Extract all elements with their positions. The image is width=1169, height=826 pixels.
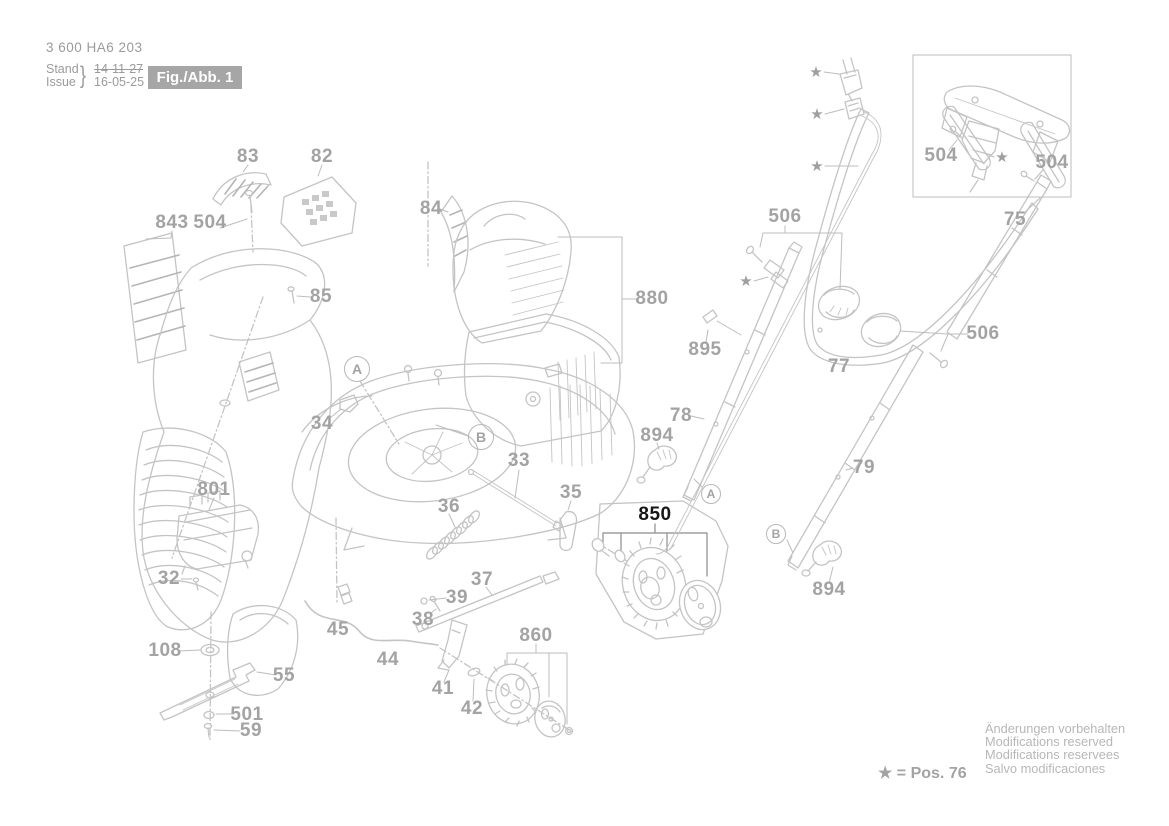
part-label-42: 42: [460, 698, 484, 719]
stand-date: 14-11-27: [94, 62, 144, 76]
part-label-504-handle-right: 504: [1035, 152, 1069, 173]
drawing-wheel-850: [591, 523, 722, 631]
part-label-895: 895: [688, 339, 722, 360]
drawing-wheel-860: [485, 643, 574, 738]
part-label-77: 77: [827, 356, 851, 377]
stand-label: Stand: [46, 62, 79, 76]
figure-label-box: Fig./Abb. 1: [148, 66, 242, 89]
part-label-504-handle-left: 504: [924, 145, 958, 166]
part-label-504-cover: 504: [193, 212, 227, 233]
part-label-39: 39: [445, 587, 469, 608]
part-label-850-highlighted: 850: [638, 504, 672, 525]
modification-notes: Änderungen vorbehalten Modifications res…: [985, 722, 1125, 775]
brace-glyph: }: [80, 62, 87, 89]
star-marker-1: ★: [809, 64, 823, 81]
drawing-blade-group: [159, 643, 277, 738]
star-legend: ★ = Pos. 76: [878, 765, 967, 782]
drawing-battery-801: [176, 490, 260, 591]
part-label-894-right: 894: [812, 579, 846, 600]
part-label-33: 33: [507, 450, 531, 471]
view-ref-b-deck: B: [468, 424, 494, 450]
part-label-82: 82: [310, 146, 334, 167]
part-label-34: 34: [310, 413, 334, 434]
part-label-506-left: 506: [768, 206, 802, 227]
part-label-44: 44: [376, 649, 400, 670]
drawing-grassbox: [452, 200, 638, 447]
document-number: 3 600 HA6 203: [46, 40, 143, 55]
part-label-35: 35: [559, 482, 583, 503]
issue-date: 16-05-25: [94, 75, 145, 89]
part-label-75: 75: [1003, 209, 1027, 230]
star-marker-3: ★: [810, 158, 824, 175]
note-fr: Modifications reservees: [985, 747, 1120, 763]
drawing-cover-assembly: [123, 164, 469, 696]
part-label-84: 84: [419, 198, 443, 219]
issue-label: Issue: [46, 75, 76, 89]
part-label-506-right: 506: [966, 323, 1000, 344]
part-label-38: 38: [411, 609, 435, 630]
star-marker-4: ★: [739, 273, 753, 290]
stand-issue-labels: Stand Issue: [46, 63, 79, 89]
part-label-32: 32: [157, 568, 181, 589]
part-label-860: 860: [519, 625, 553, 646]
view-ref-a-handle: A: [701, 484, 721, 504]
part-label-36: 36: [437, 496, 461, 517]
note-es: Salvo modificaciones: [985, 760, 1106, 776]
part-label-501: 501: [230, 704, 264, 725]
part-label-59: 59: [239, 720, 263, 741]
drawing-handle-assembly: [636, 54, 1072, 584]
part-label-37: 37: [470, 569, 494, 590]
part-label-801: 801: [197, 479, 231, 500]
part-label-108: 108: [148, 640, 182, 661]
note-de: Änderungen vorbehalten: [985, 721, 1126, 736]
part-label-55: 55: [272, 665, 296, 686]
part-label-45: 45: [326, 619, 350, 640]
part-label-894-left: 894: [640, 425, 674, 446]
part-label-843: 843: [155, 212, 189, 233]
part-label-83: 83: [236, 146, 260, 167]
part-label-880: 880: [635, 288, 669, 309]
part-label-85: 85: [309, 286, 333, 307]
revision-dates: 14-11-27 16-05-25: [94, 63, 144, 89]
drawing-linkage-parts: [304, 510, 560, 702]
star-marker-5: ★: [995, 149, 1009, 166]
note-en: Modifications reserved: [985, 734, 1114, 750]
part-label-79: 79: [852, 457, 876, 478]
part-label-78: 78: [669, 405, 693, 426]
view-ref-b-handle: B: [766, 524, 786, 544]
view-ref-a-deck: A: [344, 356, 370, 382]
star-marker-2: ★: [810, 106, 824, 123]
drawing-rod-33: [467, 468, 578, 552]
part-label-41: 41: [431, 678, 455, 699]
